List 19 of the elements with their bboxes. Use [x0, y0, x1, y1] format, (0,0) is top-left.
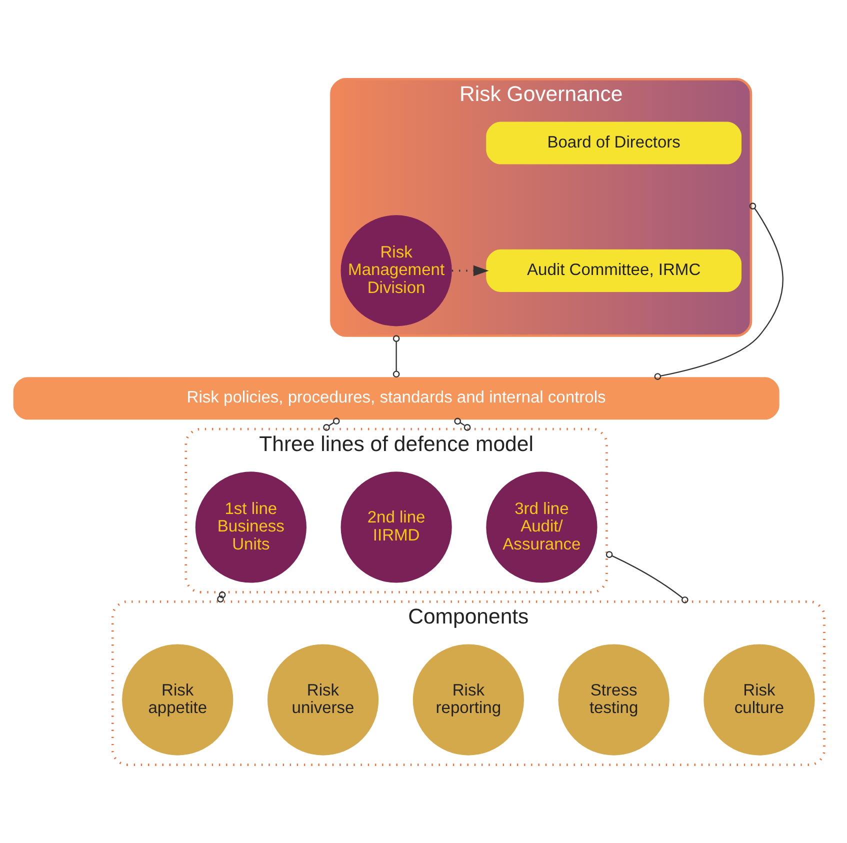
arrow: [452, 264, 489, 276]
connector: [606, 550, 688, 603]
node-circle: 2nd line IIRMD: [340, 471, 452, 582]
node-circle: Risk Management Division: [340, 214, 452, 326]
node-circle: Risk appetite: [122, 644, 234, 755]
node-box: Audit Committee, IRMC: [486, 248, 742, 292]
node-circle: Risk reporting: [412, 644, 524, 755]
node-circle: 3rd line Audit/ Assurance: [486, 471, 598, 582]
connector: [454, 417, 471, 430]
node-circle: 1st line Business Units: [195, 471, 306, 582]
node-box: Board of Directors: [486, 121, 742, 164]
node-circle: Stress testing: [558, 644, 670, 755]
connector: [323, 417, 340, 430]
node-box: Risk policies, procedures, standards and internal controls: [13, 376, 780, 420]
node-circle: Risk universe: [267, 644, 379, 755]
connector: [217, 590, 226, 602]
connector: [392, 334, 400, 378]
connector: [654, 202, 784, 380]
node-circle: Risk culture: [704, 644, 815, 755]
